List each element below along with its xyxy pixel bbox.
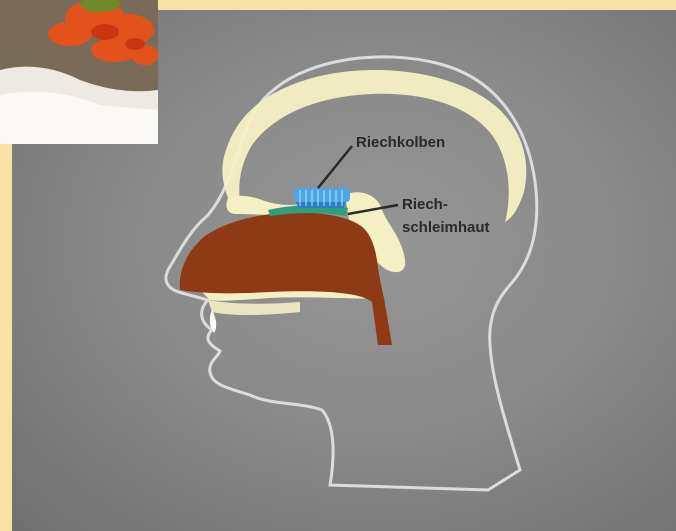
- label-riech: Riech-: [402, 196, 448, 213]
- riechkolben-pointer: [318, 146, 352, 188]
- jaw-bone: [208, 300, 300, 315]
- label-riechkolben: Riechkolben: [356, 134, 445, 151]
- olfactory-bulb: [294, 188, 350, 208]
- label-schleimhaut: schleimhaut: [402, 219, 490, 236]
